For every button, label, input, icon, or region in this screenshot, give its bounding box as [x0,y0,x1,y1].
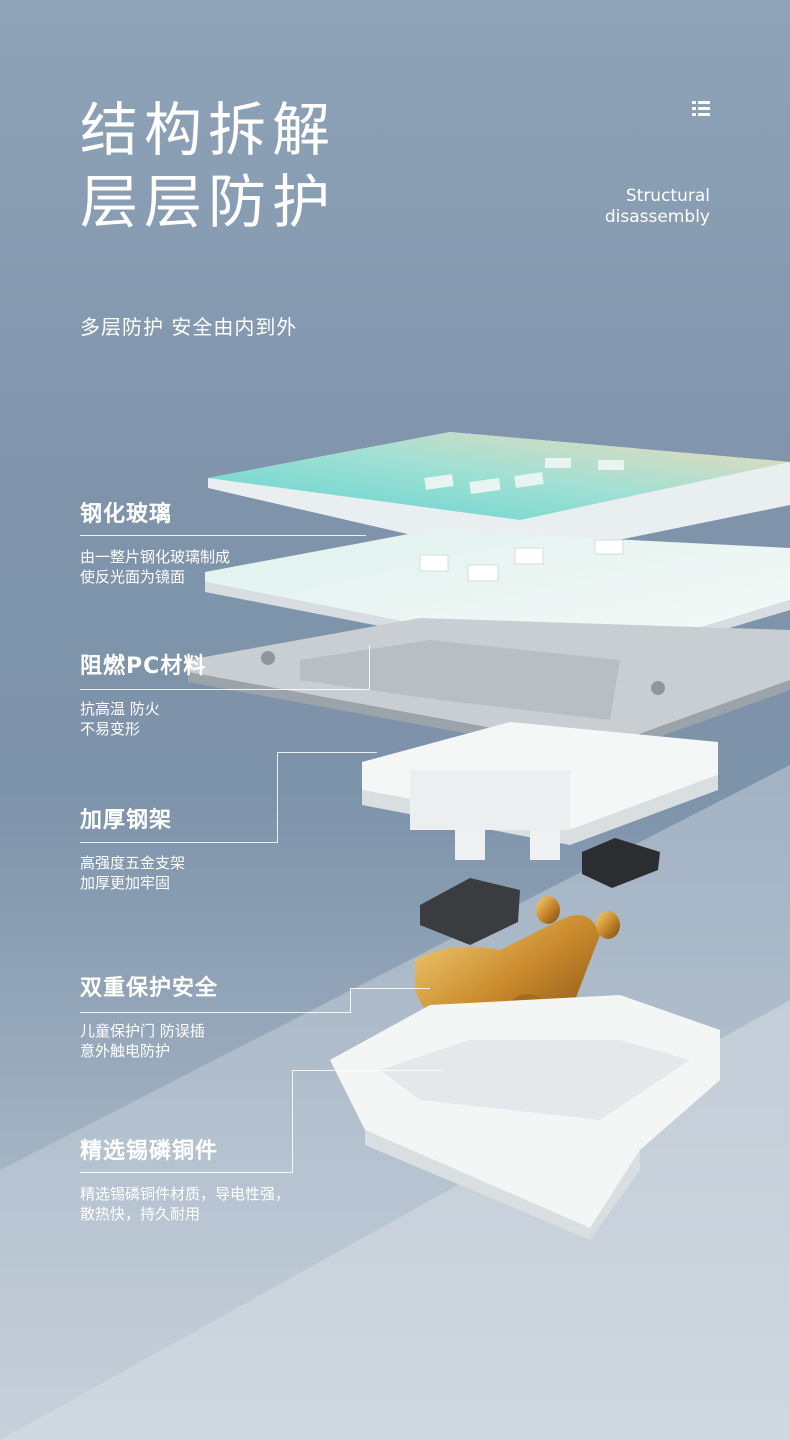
connector-line-pc-h [80,689,370,690]
feature-tempered-glass: 钢化玻璃 由一整片钢化玻璃制成 使反光面为镜面 [80,501,380,587]
feature-desc: 高强度五金支架 加厚更加牢固 [80,853,380,893]
connector-line-bracket-v [277,752,278,843]
feature-desc-line2: 散热快，持久耐用 [80,1205,201,1223]
feature-title: 双重保护安全 [80,976,219,1001]
feature-desc: 由一整片钢化玻璃制成 使反光面为镜面 [80,547,380,587]
feature-desc-line2: 意外触电防护 [80,1042,171,1060]
english-caption-line1: Structural [625,186,710,206]
feature-desc-line2: 加厚更加牢固 [80,874,171,892]
feature-desc: 精选锡磷铜件材质，导电性强， 散热快，持久耐用 [80,1184,380,1224]
feature-desc: 儿童保护门 防误插 意外触电防护 [80,1021,380,1061]
connector-line-pc-v [369,645,370,690]
feature-double-protection: 双重保护安全 儿童保护门 防误插 意外触电防护 [80,975,380,1061]
page-title-line2: 层层防护 [80,168,337,236]
feature-flame-retardant-pc: 阻燃PC材料 抗高温 防火 不易变形 [80,653,380,739]
feature-title: 阻燃PC材料 [80,654,207,679]
connector-line-safety-h [80,1012,351,1013]
feature-desc-line1: 抗高温 防火 [80,700,160,718]
page-title-line1: 结构拆解 [80,96,337,164]
safety-shutters [420,838,660,945]
feature-desc-line1: 儿童保护门 防误插 [80,1022,205,1040]
english-caption-line2: disassembly [604,207,710,227]
subtitle: 多层防护 安全由内到外 [80,315,298,339]
feature-phosphor-bronze: 精选锡磷铜件 精选锡磷铜件材质，导电性强， 散热快，持久耐用 [80,1138,380,1224]
connector-line-copper-top [292,1070,442,1071]
connector-line-safety-top [350,988,430,989]
connector-line-copper-v [292,1070,293,1173]
base-housing [330,995,720,1240]
feature-thick-steel-frame: 加厚钢架 高强度五金支架 加厚更加牢固 [80,807,380,893]
connector-line-bracket-h [80,842,278,843]
connector-line-copper-h [80,1172,293,1173]
feature-title: 加厚钢架 [80,808,173,833]
feature-title: 精选锡磷铜件 [80,1139,219,1164]
feature-desc-line1: 由一整片钢化玻璃制成 [80,548,231,566]
feature-desc: 抗高温 防火 不易变形 [80,699,380,739]
grid-menu-icon [692,101,710,116]
connector-line-bracket-top [277,752,377,753]
connector-line-safety-v [350,988,351,1013]
connector-line-glass [80,535,366,536]
english-caption: Structural disassembly [510,186,710,228]
feature-desc-line1: 精选锡磷铜件材质，导电性强， [80,1185,291,1203]
inner-module-layer [362,722,718,860]
feature-desc-line2: 使反光面为镜面 [80,568,186,586]
glass-panel-layer [208,432,790,560]
feature-desc-line1: 高强度五金支架 [80,854,186,872]
feature-title: 钢化玻璃 [80,502,173,527]
feature-desc-line2: 不易变形 [80,720,141,738]
